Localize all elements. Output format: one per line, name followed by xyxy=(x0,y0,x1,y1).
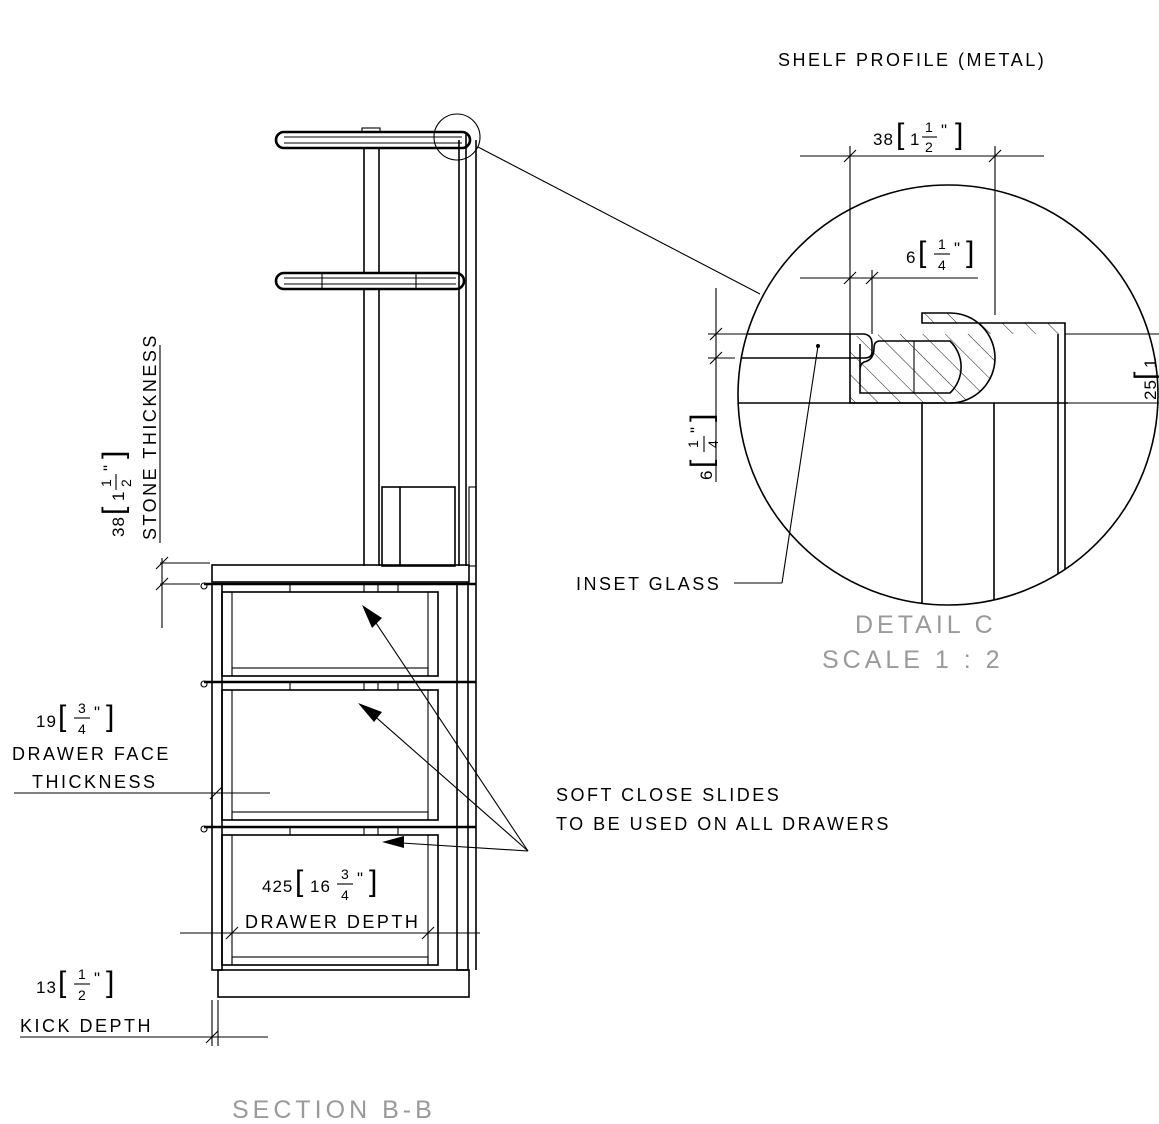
svg-text:": " xyxy=(357,869,364,888)
shelf-post xyxy=(363,148,456,567)
upper-shelf xyxy=(274,127,472,150)
detail-c xyxy=(433,113,1159,606)
dim-kick-mm: 13 xyxy=(36,978,57,997)
dim-shelf-gap-num: 1 xyxy=(938,236,946,252)
dim-shelf-width-num: 1 xyxy=(925,119,933,135)
dim-glass-lines xyxy=(708,288,850,482)
dim-shelf-width-lines xyxy=(800,146,1044,334)
dim-drawer-face: 19 [ 3 4 " ] xyxy=(36,700,114,737)
dim-shelf-width-whole: 1 xyxy=(910,130,920,149)
detail-title: DETAIL C xyxy=(855,611,997,639)
svg-text:": " xyxy=(100,464,119,471)
dim-glass-thk-num: 1 xyxy=(685,440,701,448)
soft-close-leaders xyxy=(358,605,529,852)
dim-shelf-gap: 6 [ 1 4 " ] xyxy=(906,236,974,273)
dim-drawer-depth-whole: 16 xyxy=(310,877,331,896)
dim-drawer-face-lines xyxy=(14,786,270,800)
detail-scale: SCALE 1 : 2 xyxy=(822,646,1004,674)
svg-text:": " xyxy=(954,239,961,258)
svg-text:": " xyxy=(94,703,101,722)
dim-stone-whole: 1 xyxy=(109,491,128,501)
soft-close-note-2: TO BE USED ON ALL DRAWERS xyxy=(556,814,891,834)
back-wall xyxy=(456,583,469,971)
dim-drawer-face-mm: 19 xyxy=(36,712,57,731)
svg-text:]: ] xyxy=(106,966,114,999)
dim-shelf-height-whole: 1 xyxy=(1141,358,1159,368)
dim-shelf-gap-den: 4 xyxy=(938,257,946,273)
detail-callout-circle xyxy=(433,113,481,161)
kick-plinth xyxy=(217,969,470,998)
dim-kick: 13 [ 1 2 " ] xyxy=(36,966,114,1003)
svg-text:[: [ xyxy=(58,700,67,733)
drawer-1 xyxy=(221,583,439,677)
dim-shelf-width: 38 [ 1 1 2 " ] xyxy=(873,118,963,155)
svg-text:]: ] xyxy=(106,700,114,733)
dim-drawer-depth-den: 4 xyxy=(341,887,349,903)
svg-text:[: [ xyxy=(1129,371,1159,380)
drawer-2 xyxy=(200,680,476,821)
svg-text:[: [ xyxy=(896,118,905,151)
svg-text:]: ] xyxy=(966,236,974,269)
dim-shelf-height-mm: 25 xyxy=(1141,379,1159,400)
svg-text:[: [ xyxy=(58,966,67,999)
shelf-profile-label: SHELF PROFILE (METAL) xyxy=(778,50,1046,70)
svg-text:[: [ xyxy=(918,236,927,269)
dim-drawer-depth-num: 3 xyxy=(341,866,349,882)
dim-drawer-depth-mm: 425 xyxy=(262,877,293,896)
dim-shelf-height: 25 [ 1 xyxy=(1129,358,1159,400)
inset-glass-leader xyxy=(734,344,820,584)
svg-text:]: ] xyxy=(955,118,963,151)
dim-shelf-gap-lines xyxy=(800,270,978,334)
inset-glass-label: INSET GLASS xyxy=(576,574,721,594)
svg-text:": " xyxy=(94,969,101,988)
dim-drawer-face-den: 4 xyxy=(78,721,86,737)
drawer-3 xyxy=(200,825,476,966)
dim-drawer-depth-lines xyxy=(180,926,480,940)
svg-text:]: ] xyxy=(369,865,377,898)
dim-kick-num: 1 xyxy=(78,966,86,982)
section-title: SECTION B-B xyxy=(232,1096,436,1124)
stone-thickness-label: STONE THICKNESS xyxy=(140,333,160,540)
drawer-depth-label: DRAWER DEPTH xyxy=(245,912,420,932)
dim-kick-den: 2 xyxy=(78,987,86,1003)
dim-shelf-width-den: 2 xyxy=(925,139,933,155)
lower-shelf xyxy=(274,271,466,291)
dim-glass-thk-mm: 6 xyxy=(697,470,716,480)
dim-shelf-height-lines xyxy=(1065,333,1159,404)
dim-stone-mm: 38 xyxy=(109,516,128,537)
dim-glass-thk-den: 4 xyxy=(705,440,721,448)
stone-countertop xyxy=(200,564,476,590)
thickness-label: THICKNESS xyxy=(32,772,158,792)
dim-stone-lines xyxy=(155,556,210,628)
kick-depth-label: KICK DEPTH xyxy=(20,1016,153,1036)
dim-drawer-depth: 425 [ 16 3 4 " ] xyxy=(262,865,377,903)
dim-shelf-width-mm: 38 xyxy=(873,130,894,149)
dim-stone-num: 1 xyxy=(98,479,114,487)
dim-kick-lines xyxy=(20,1000,268,1046)
svg-text:[: [ xyxy=(97,506,130,515)
front-wall xyxy=(211,583,223,971)
section-b-b xyxy=(200,127,477,998)
dim-stone-den: 2 xyxy=(118,479,134,487)
dim-stone: 38 [ 1 1 2 " ] xyxy=(97,451,134,537)
soft-close-note-1: SOFT CLOSE SLIDES xyxy=(556,785,781,805)
svg-text:": " xyxy=(941,121,948,140)
svg-text:[: [ xyxy=(295,865,304,898)
svg-text:": " xyxy=(687,426,706,433)
dim-shelf-gap-mm: 6 xyxy=(906,248,916,267)
drawer-face-label: DRAWER FACE xyxy=(12,744,171,764)
dim-glass-thk: 6 [ 1 4 " ] xyxy=(685,414,721,480)
rear-panel xyxy=(458,134,477,970)
svg-text:]: ] xyxy=(685,414,718,422)
svg-text:]: ] xyxy=(97,451,130,459)
svg-text:[: [ xyxy=(685,459,718,468)
dim-drawer-face-num: 3 xyxy=(78,700,86,716)
detail-circle xyxy=(737,184,1159,606)
